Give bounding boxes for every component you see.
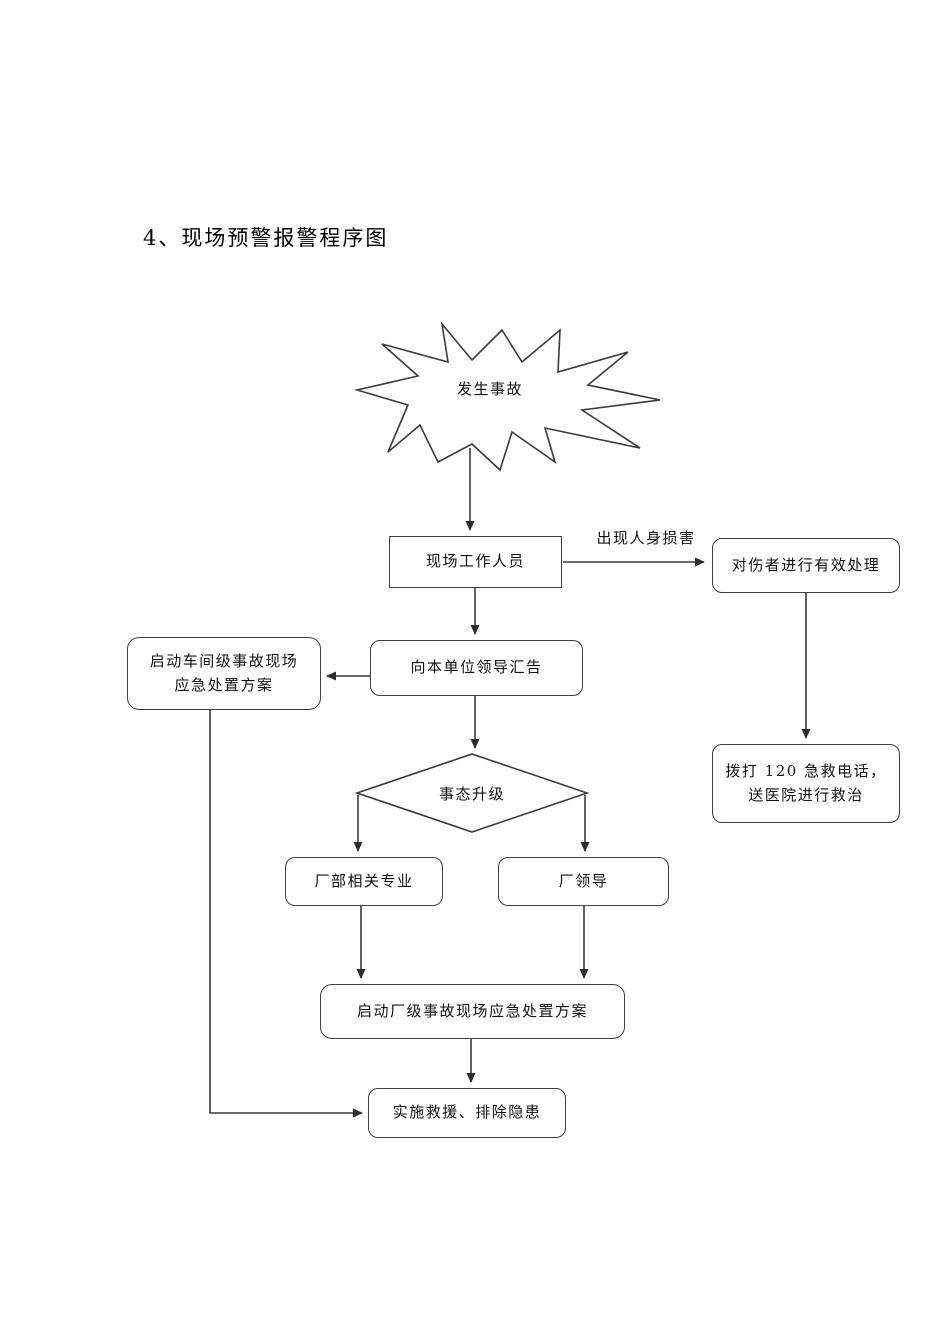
node-factory-leaders-label: 厂领导 [558,871,609,890]
node-factory-specialty-label: 厂部相关专业 [314,871,414,890]
page-title: 4、现场预警报警程序图 [143,226,389,250]
escalation-node-label: 事态升级 [438,785,505,803]
node-rescue: 实施救援、排除隐患 [368,1088,566,1138]
accident-node-label: 发生事故 [456,380,523,398]
node-factory-plan-label: 启动厂级事故现场应急处置方案 [356,1001,588,1020]
node-call-120-line2: 送医院进行救治 [748,785,864,804]
node-site-workers: 现场工作人员 [389,536,562,588]
node-site-workers-label: 现场工作人员 [425,552,525,571]
escalation-diamond-shape [354,753,590,833]
node-report-leaders: 向本单位领导汇告 [370,640,583,696]
node-factory-specialty: 厂部相关专业 [285,857,443,906]
node-workshop-plan: 启动车间级事故现场 应急处置方案 [127,637,321,710]
node-factory-leaders: 厂领导 [498,857,669,906]
node-report-leaders-label: 向本单位领导汇告 [410,658,543,677]
injury-edge-label: 出现人身损害 [596,529,696,547]
node-call-120-line1: 拨打 120 急救电话， [725,762,887,781]
node-workshop-plan-line1: 启动车间级事故现场 [149,652,299,671]
node-rescue-label: 实施救援、排除隐患 [392,1103,542,1122]
accident-starburst-shape [353,321,661,472]
node-treat-injured: 对伤者进行有效处理 [712,538,900,593]
node-treat-injured-label: 对伤者进行有效处理 [731,555,881,574]
node-call-120: 拨打 120 急救电话， 送医院进行救治 [712,744,900,823]
node-factory-plan: 启动厂级事故现场应急处置方案 [320,984,625,1039]
node-workshop-plan-line2: 应急处置方案 [174,675,274,694]
edge-workshop-plan-to-rescue [209,710,363,1118]
